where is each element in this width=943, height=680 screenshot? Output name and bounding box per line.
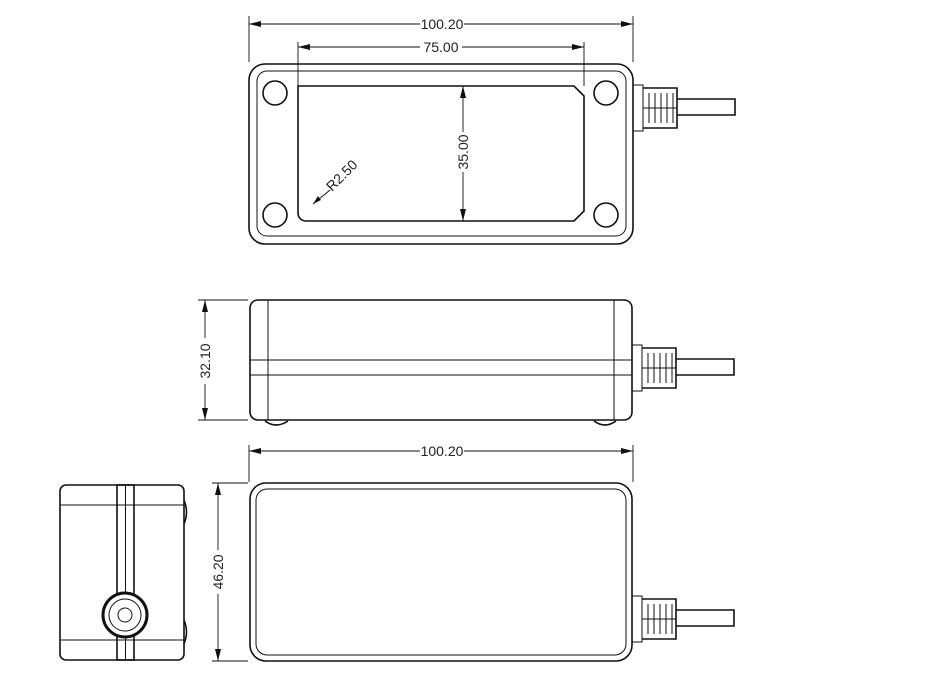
dim-label: 46.20 bbox=[210, 554, 226, 589]
mounting-holes bbox=[262, 80, 619, 228]
dim-label: 75.00 bbox=[423, 39, 458, 55]
dim-label: R2.50 bbox=[323, 156, 361, 194]
cable-strain-relief bbox=[632, 84, 736, 132]
dim-35-00: 35.00 bbox=[455, 86, 471, 221]
dim-label: 35.00 bbox=[455, 134, 471, 169]
end-view bbox=[59, 484, 188, 661]
dim-label: 100.20 bbox=[421, 16, 464, 32]
dim-32-10: 32.10 bbox=[197, 299, 248, 421]
mounting-hole bbox=[262, 80, 288, 106]
dim-46-20: 46.20 bbox=[210, 482, 248, 662]
cable-strain-relief bbox=[631, 595, 735, 643]
foot bbox=[183, 619, 188, 645]
mounting-hole bbox=[262, 202, 288, 228]
side-view: 32.10 bbox=[197, 299, 735, 426]
housing-inner-edge bbox=[256, 70, 627, 237]
label-window bbox=[297, 85, 585, 222]
dim-75-00: 75.00 bbox=[297, 39, 585, 86]
cable-core bbox=[117, 607, 133, 623]
cable-exit-ring bbox=[108, 598, 142, 632]
housing-outline bbox=[248, 63, 634, 245]
cable-exit bbox=[101, 591, 149, 639]
foot bbox=[183, 499, 188, 525]
dim-100-20-top: 100.20 bbox=[248, 16, 634, 62]
dim-label: 100.20 bbox=[421, 443, 464, 459]
dim-label: 32.10 bbox=[197, 343, 213, 378]
housing-inner-edge bbox=[255, 488, 627, 656]
mounting-hole bbox=[593, 80, 619, 106]
dim-arrow bbox=[313, 196, 321, 204]
mounting-hole bbox=[593, 202, 619, 228]
dim-arrow bbox=[202, 300, 208, 420]
top-view: 100.20 75.00 35.00 R2.50 bbox=[248, 16, 736, 245]
foot bbox=[593, 420, 617, 426]
dim-r2-50: R2.50 bbox=[312, 156, 361, 205]
housing-bottom bbox=[249, 482, 633, 662]
foot bbox=[264, 420, 289, 426]
cable-strain-relief bbox=[631, 344, 735, 392]
dim-100-20-bottom: 100.20 bbox=[248, 443, 634, 482]
bottom-view: 100.20 46.20 bbox=[210, 443, 735, 662]
